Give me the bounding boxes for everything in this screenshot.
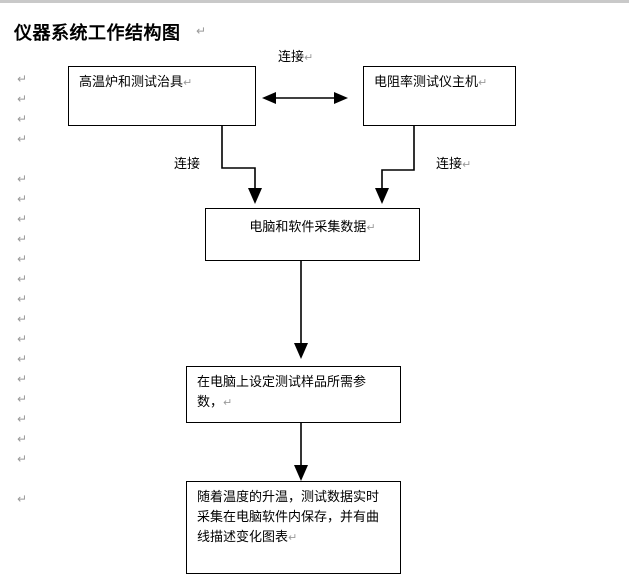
margin-paragraph-mark: ↵ (17, 72, 28, 86)
margin-paragraph-mark: ↵ (17, 312, 28, 326)
margin-paragraph-mark: ↵ (17, 392, 28, 406)
margin-paragraph-mark: ↵ (17, 412, 28, 426)
margin-paragraph-mark: ↵ (17, 132, 28, 146)
paragraph-mark: ↵ (288, 531, 298, 544)
flow-node-tester-label: 电阻率测试仪主机 (374, 75, 479, 90)
edge-label-link-top: 连接↵ (278, 50, 313, 66)
flow-node-acquire[interactable]: 电脑和软件采集数据↵ (205, 208, 420, 261)
margin-paragraph-mark: ↵ (17, 352, 28, 366)
edge-label-text: 连接 (436, 157, 463, 172)
margin-paragraph-mark: ↵ (17, 432, 28, 446)
connector-tester-acquire (368, 124, 428, 206)
edge-label-link-right: 连接↵ (436, 157, 471, 173)
page-title: 仪器系统工作结构图 (14, 23, 181, 44)
connector-acquire-settings (290, 259, 312, 361)
flow-node-furnace[interactable]: 高温炉和测试治具↵ (68, 66, 256, 126)
connector-furnace-tester (260, 86, 350, 110)
margin-paragraph-mark: ↵ (17, 372, 28, 386)
margin-paragraph-mark: ↵ (17, 232, 28, 246)
edge-label-text: 连接 (278, 50, 305, 65)
connector-furnace-acquire (210, 124, 270, 206)
paragraph-mark: ↵ (223, 396, 233, 409)
flow-node-furnace-label: 高温炉和测试治具 (79, 75, 184, 90)
title-paragraph-mark: ↵ (196, 24, 207, 38)
flow-node-record[interactable]: 随着温度的升温，测试数据实时采集在电脑软件内保存，并有曲线描述变化图表↵ (186, 481, 401, 574)
edge-label-text: 连接 (174, 157, 201, 172)
paragraph-mark: ↵ (183, 76, 193, 89)
margin-paragraph-mark: ↵ (17, 252, 28, 266)
page-top-rule (0, 0, 629, 3)
paragraph-mark: ↵ (478, 76, 488, 89)
flow-node-acquire-label: 电脑和软件采集数据 (249, 220, 367, 235)
connector-settings-record (290, 421, 312, 483)
margin-paragraph-mark: ↵ (17, 192, 28, 206)
flow-node-tester-body: 电阻率测试仪主机↵ (364, 67, 515, 93)
flow-node-furnace-body: 高温炉和测试治具↵ (69, 67, 255, 93)
margin-paragraph-mark: ↵ (17, 172, 28, 186)
margin-paragraph-mark: ↵ (17, 112, 28, 126)
flow-node-settings-body: 在电脑上设定测试样品所需参数，↵ (187, 367, 400, 413)
flow-node-acquire-body: 电脑和软件采集数据↵ (206, 209, 419, 238)
flow-node-record-label: 随着温度的升温，测试数据实时采集在电脑软件内保存，并有曲线描述变化图表 (197, 490, 380, 545)
margin-paragraph-mark: ↵ (17, 212, 28, 226)
flow-node-record-body: 随着温度的升温，测试数据实时采集在电脑软件内保存，并有曲线描述变化图表↵ (187, 482, 400, 548)
paragraph-mark: ↵ (366, 221, 376, 234)
margin-paragraph-mark: ↵ (17, 332, 28, 346)
margin-paragraph-mark: ↵ (17, 452, 28, 466)
flow-node-tester[interactable]: 电阻率测试仪主机↵ (363, 66, 516, 126)
flow-node-settings[interactable]: 在电脑上设定测试样品所需参数，↵ (186, 366, 401, 423)
edge-label-paragraph-mark: ↵ (304, 51, 314, 64)
margin-paragraph-mark: ↵ (17, 92, 28, 106)
edge-label-link-left: 连接 (174, 157, 200, 173)
margin-paragraph-mark: ↵ (17, 292, 28, 306)
edge-label-paragraph-mark: ↵ (462, 158, 472, 171)
margin-paragraph-mark: ↵ (17, 272, 28, 286)
flow-node-settings-label: 在电脑上设定测试样品所需参数， (197, 375, 367, 410)
margin-paragraph-mark: ↵ (17, 492, 28, 506)
